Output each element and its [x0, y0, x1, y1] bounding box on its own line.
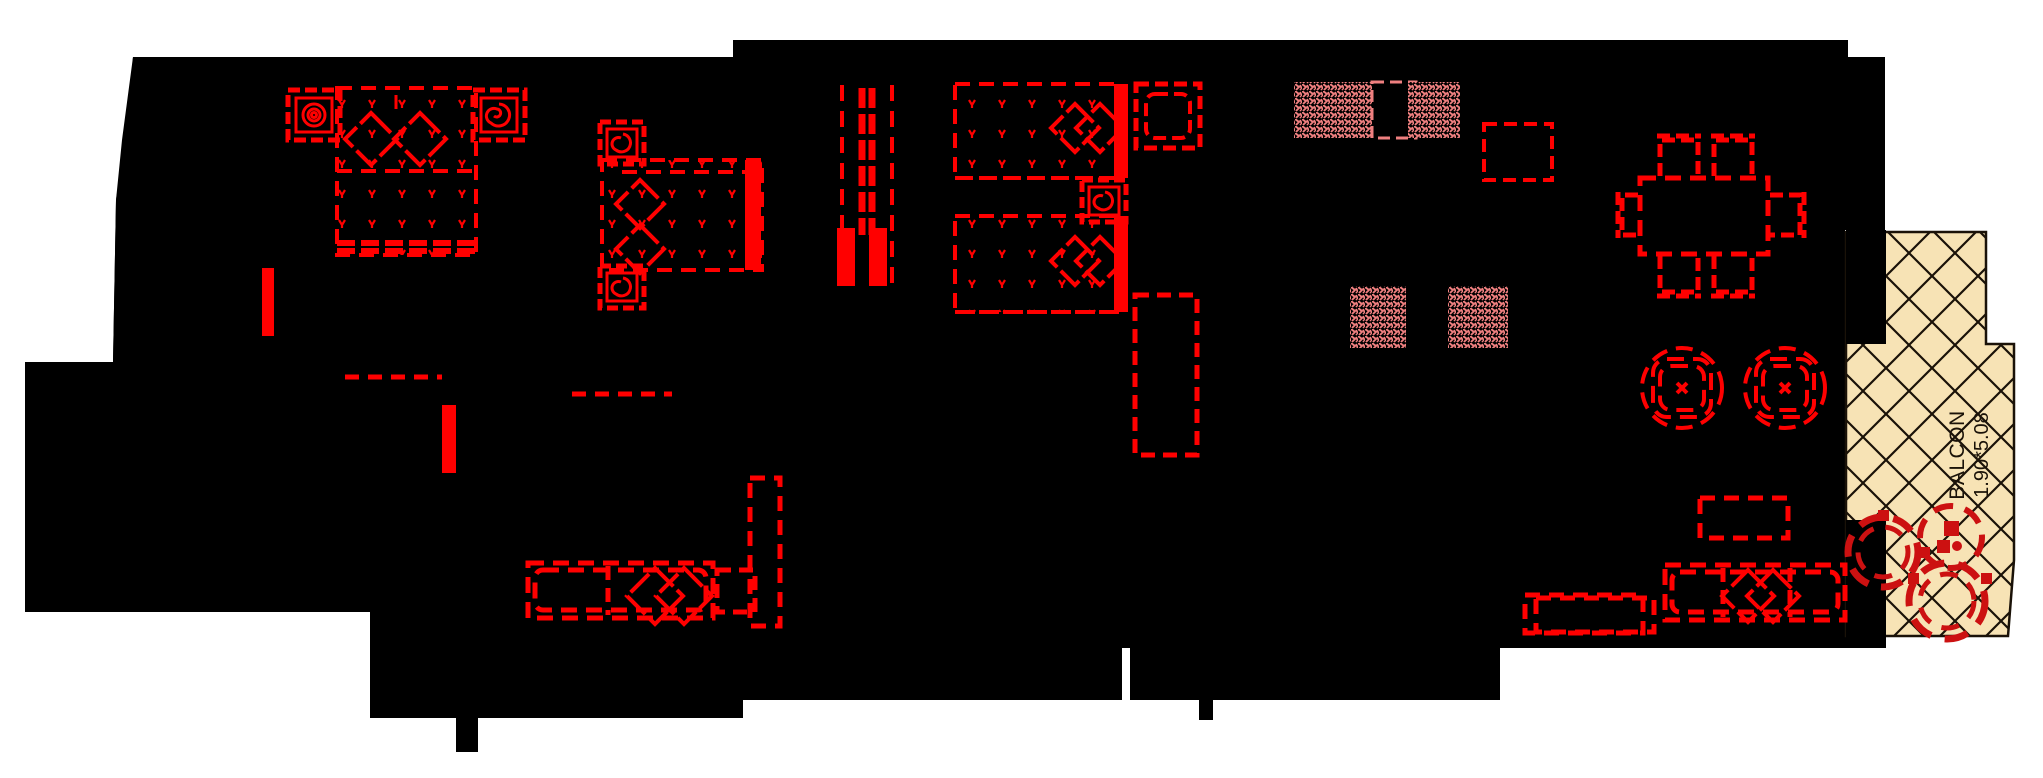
bedroom-four-bed-group	[953, 214, 1128, 314]
dining-table	[1637, 175, 1771, 257]
kitchen-counters	[1294, 80, 1554, 348]
sofa-left	[525, 560, 716, 621]
nightstand-bedroom-two-top	[597, 119, 647, 167]
ottoman-pair	[1640, 346, 1827, 430]
dining-chair-5	[1619, 192, 1638, 238]
furniture-layer	[262, 80, 1992, 643]
nightstand-left	[285, 87, 343, 143]
balcony-label: BALCON 1.90*5.08	[1946, 410, 1993, 499]
window-mark-left-1	[262, 268, 274, 336]
balcony-furniture	[1844, 503, 1992, 643]
bathtub-fixture	[1132, 292, 1200, 458]
kitchen-counter-3	[1350, 286, 1406, 348]
master-bedroom-bed-group	[285, 86, 528, 257]
balcony-wall-notch	[1846, 230, 1886, 344]
kitchen-appliance	[1482, 122, 1554, 182]
balcony-round-table-2	[1917, 503, 1985, 571]
apartment-wall-mass	[25, 40, 1885, 752]
ottoman-left	[1640, 346, 1724, 430]
kitchen-counter-4	[1448, 286, 1508, 348]
kitchen-counter-1	[1294, 82, 1372, 138]
sofa-right	[1662, 562, 1848, 623]
tall-unit	[747, 475, 783, 629]
bedroom-two-bed-group	[597, 119, 764, 311]
bedroom-three-bed-group	[953, 82, 1128, 180]
nightstand-bedroom-two-bottom	[597, 263, 647, 311]
side-table-left	[714, 567, 758, 615]
tv-console	[1697, 495, 1791, 541]
window-mark-left-2	[442, 405, 456, 473]
misc-unit-1	[1522, 592, 1646, 636]
bathroom-fixtures	[1079, 81, 1203, 458]
kitchen-counter-2	[1408, 82, 1460, 138]
double-bed	[335, 86, 478, 257]
toilet-fixture	[1133, 81, 1203, 151]
stair-shaft	[837, 85, 894, 290]
nightstand-right	[470, 87, 528, 143]
coffee-table-right	[1533, 595, 1657, 635]
dining-chair-6	[1770, 192, 1803, 238]
balcony-room-name: BALCON	[1946, 410, 1969, 499]
living-sofa-left	[525, 475, 783, 629]
balcony-dimension: 1.90*5.08	[1971, 412, 1993, 498]
sink-fixture	[1079, 177, 1129, 225]
living-sofa-right	[1533, 495, 1848, 635]
dining-set	[1615, 133, 1807, 299]
balcony-round-table-3	[1905, 559, 1992, 643]
ottoman-right	[1743, 346, 1827, 430]
